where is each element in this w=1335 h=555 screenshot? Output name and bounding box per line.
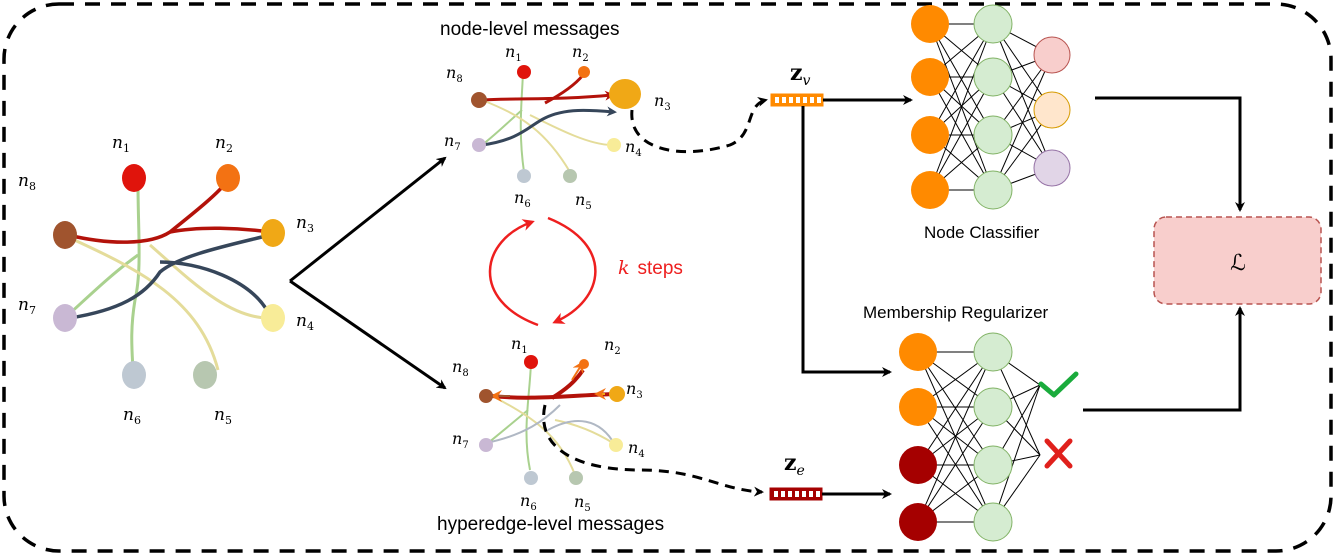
label-n8: n8: [446, 63, 463, 85]
node-n8: [479, 389, 493, 403]
label-n3: n3: [654, 91, 671, 113]
node-level-messages-title: node-level messages: [440, 19, 620, 40]
node-n2: [216, 164, 240, 192]
label-n5: n5: [574, 492, 591, 514]
label-n6: n6: [520, 491, 537, 513]
node-n1: [524, 355, 538, 369]
node-n7: [472, 138, 486, 152]
arrow-classifier-to-loss: [1095, 96, 1245, 212]
node-n6: [122, 361, 146, 389]
ze-label: ze: [784, 450, 805, 479]
label-n3: n3: [296, 213, 314, 235]
loss-box: [1153, 216, 1322, 305]
input-hypergraph: n1 n2 n3 n4 n5 n6 n7 n8: [18, 133, 314, 427]
node-n5: [193, 361, 217, 389]
dashed-link-to-zv: [630, 97, 768, 154]
node-n6: [524, 471, 538, 485]
hyperedge-level-messages-title: hyperedge-level messages: [437, 514, 664, 535]
label-n3: n3: [626, 379, 643, 401]
label-n4: n4: [296, 311, 314, 333]
membership-regularizer-title: Membership Regularizer: [863, 303, 1049, 322]
label-n2: n2: [604, 335, 621, 357]
node-n3: [609, 386, 625, 402]
label-n8: n8: [18, 171, 36, 193]
label-n8: n8: [452, 357, 469, 379]
node-classifier-network: [911, 4, 1071, 210]
node-n2: [579, 359, 589, 369]
label-n5: n5: [575, 190, 592, 212]
label-n7: n7: [444, 131, 461, 153]
label-n6: n6: [123, 405, 141, 427]
cross-mark-icon: [1044, 438, 1073, 469]
label-n2: n2: [215, 133, 233, 155]
membership-regularizer-network: [899, 332, 1041, 542]
check-mark-icon: [1038, 371, 1079, 398]
arrow-regularizer-to-loss: [1083, 306, 1245, 412]
node-level-graph: n1 n2 n3 n4 n5 n6 n7 n8: [444, 42, 671, 212]
node-n5: [569, 471, 583, 485]
arrow-zv-to-regularizer: [801, 106, 892, 377]
label-n2: n2: [572, 42, 589, 64]
label-n7: n7: [18, 295, 36, 317]
label-n1: n1: [511, 334, 528, 356]
label-n1: n1: [112, 133, 130, 155]
node-n2: [578, 66, 590, 78]
loss-symbol: ℒ: [1230, 251, 1246, 276]
ze-embedding-vector: [769, 487, 823, 501]
node-n7: [53, 304, 77, 332]
label-n4: n4: [628, 438, 645, 460]
label-n4: n4: [625, 137, 642, 159]
label-n6: n6: [514, 188, 531, 210]
arrow-to-node-level: [289, 156, 447, 283]
node-n4: [607, 138, 621, 152]
node-n3: [261, 219, 285, 247]
node-n5: [563, 169, 577, 183]
node-classifier-title: Node Classifier: [924, 223, 1040, 242]
zv-label: zv: [790, 60, 811, 89]
node-n6: [517, 169, 531, 183]
arrow-to-hyperedge-level: [289, 279, 447, 390]
hyperedge-level-graph: n1 n2 n3 n4 n5 n6 n7 n8: [452, 334, 645, 514]
node-n3: [609, 79, 641, 109]
node-n4: [609, 438, 623, 452]
node-n1: [122, 164, 146, 192]
node-n1: [517, 65, 531, 79]
label-n7: n7: [452, 429, 469, 451]
node-n8: [471, 92, 487, 108]
node-n7: [479, 438, 493, 452]
zv-embedding-vector: [770, 93, 824, 107]
node-n4: [261, 304, 285, 332]
label-n1: n1: [505, 42, 522, 64]
label-n5: n5: [214, 405, 232, 427]
dashed-link-to-ze: [542, 404, 764, 497]
node-n8: [53, 221, 77, 249]
